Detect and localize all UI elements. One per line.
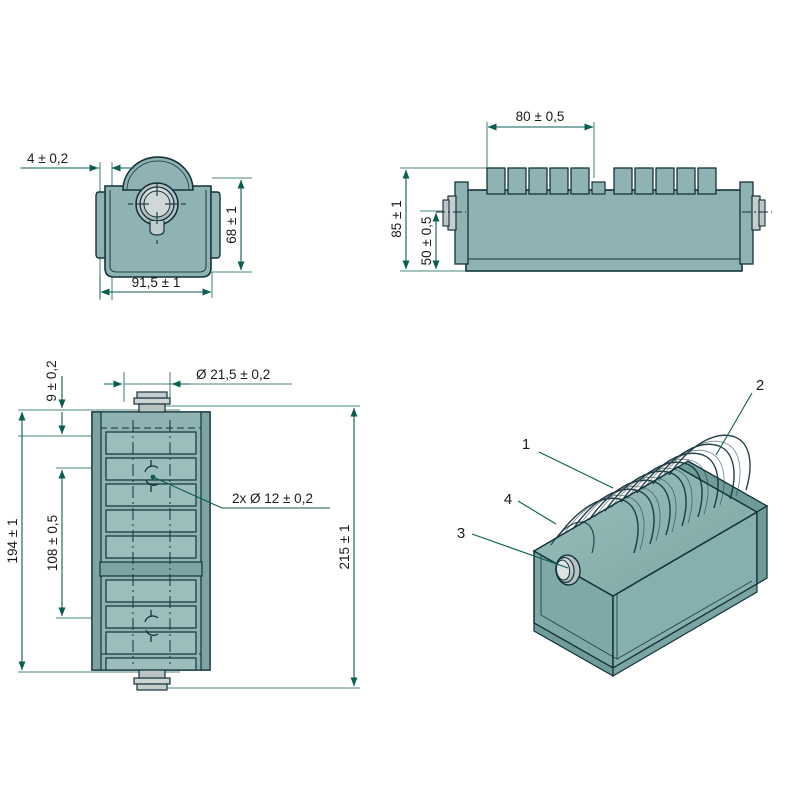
dimension-50-label: 50 ± 0,5 — [419, 217, 434, 266]
front-view-hub — [128, 182, 186, 244]
plan-view-hole-upper — [144, 460, 159, 492]
dimension-9: 9 ± 0,2 — [44, 360, 66, 435]
iso-back-side — [756, 504, 768, 586]
dimension-68-label: 68 ± 1 — [224, 206, 239, 243]
dimension-d21-5: Ø 21,5 ± 0,2 — [104, 367, 270, 388]
dimension-4: 4 ± 0,2 — [22, 151, 134, 172]
front-view-hub-neck — [149, 221, 165, 236]
side-view-left-flange — [454, 181, 469, 265]
plan-view-top-boss — [133, 391, 171, 413]
dimension-194-label: 194 ± 1 — [5, 519, 20, 564]
side-view-left-axle — [436, 195, 466, 231]
plan-view-ribs-lower — [105, 579, 197, 671]
dimension-9-label: 9 ± 0,2 — [44, 360, 59, 401]
side-view-ribs-left — [486, 167, 606, 195]
plan-view-bottom-boss — [133, 669, 171, 691]
plan-view-centerlines — [132, 420, 171, 664]
dimension-194: 194 ± 1 — [5, 411, 26, 671]
dimension-108: 108 ± 0,5 — [45, 469, 66, 617]
dimension-91-5-label: 91,5 ± 1 — [132, 275, 181, 290]
side-view-body — [454, 181, 754, 272]
iso-rollers — [556, 434, 751, 554]
plan-view-mid-divider — [99, 561, 203, 577]
dimension-215-label: 215 ± 1 — [337, 525, 352, 570]
front-view-dome — [122, 156, 194, 191]
side-view-right-flange — [739, 181, 754, 265]
dimension-68: 68 ± 1 — [224, 179, 245, 271]
front-view: 4 ± 0,2 68 ± 1 91,5 ± 1 — [20, 151, 252, 300]
front-view-right-tab — [210, 191, 221, 259]
dimension-85-label: 85 ± 1 — [389, 200, 404, 237]
dimension-215: 215 ± 1 — [337, 407, 358, 687]
iso-roller-edges — [562, 440, 741, 551]
plan-view: 9 ± 0,2 Ø 21,5 ± 0,2 194 ± 1 108 ± 0,5 2… — [5, 360, 360, 691]
front-view-left-tab — [95, 191, 106, 259]
dimension-d21-5-label: Ø 21,5 ± 0,2 — [196, 367, 270, 382]
front-view-body — [95, 156, 221, 278]
balloon-3-label: 3 — [457, 525, 465, 542]
plan-view-hole-lower — [144, 610, 159, 642]
dimension-108-label: 108 ± 0,5 — [45, 515, 60, 571]
side-view-right-axle — [742, 195, 772, 231]
side-view-ribs-right — [613, 167, 717, 195]
balloon-1-label: 1 — [522, 436, 530, 453]
dimension-4-label: 4 ± 0,2 — [27, 151, 68, 166]
balloon-2-label: 2 — [756, 377, 764, 394]
plan-view-ribs-upper — [105, 431, 197, 559]
dimension-50: 50 ± 0,5 — [419, 212, 440, 270]
dimension-91-5: 91,5 ± 1 — [100, 275, 212, 296]
balloon-4-label: 4 — [504, 491, 512, 508]
callout-2x-d12-label: 2x Ø 12 ± 0,2 — [232, 491, 313, 506]
iso-end-trough — [550, 521, 595, 554]
dimension-80-label: 80 ± 0,5 — [516, 109, 565, 124]
front-view-centerlines — [128, 183, 186, 244]
dimension-80: 80 ± 0,5 — [487, 109, 594, 131]
iso-balloon-leaders — [471, 392, 753, 569]
dimension-85: 85 ± 1 — [389, 169, 410, 270]
iso-bottom-skirt-front — [612, 582, 758, 678]
callout-2x-d12: 2x Ø 12 ± 0,2 — [150, 474, 330, 509]
side-view: 80 ± 0,5 85 ± 1 50 ± 0,5 — [389, 109, 772, 272]
isometric-view: 1 2 3 4 — [457, 377, 769, 678]
